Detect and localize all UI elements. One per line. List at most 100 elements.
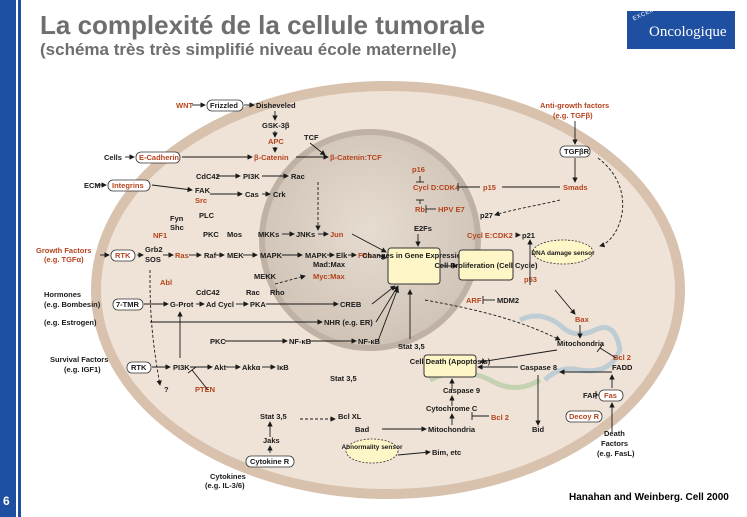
label-wnt: WNT [176, 101, 193, 110]
label-survival-factors-eg: (e.g. IGF1) [64, 365, 101, 374]
node-p16: p16 [412, 165, 425, 174]
node-7tmr: 7-TMR [116, 300, 139, 309]
label-survival-factors: Survival Factors [50, 355, 108, 364]
node-src: Src [195, 196, 207, 205]
pathway-inhibitions [187, 176, 617, 420]
node-bcatenin-tcf: β-Catenin:TCF [330, 153, 382, 162]
node-cytokine-r: Cytokine R [250, 457, 290, 466]
node-madmax: Mad:Max [313, 260, 346, 269]
label-cytokines-eg: (e.g. IL-3/6) [205, 481, 245, 490]
node-changes-gene-expression: Changes in Gene Expression [362, 251, 466, 260]
node-mkks: MKKs [258, 230, 279, 239]
label-death-factors-2: Factors [601, 439, 628, 448]
node-pi3k-b: PI3K [173, 363, 190, 372]
node-nfkb-b: NF-κB [358, 337, 381, 346]
slide-title: La complexité de la cellule tumorale [40, 10, 486, 40]
node-mos: Mos [227, 230, 242, 239]
node-tgfbr: TGFβR [564, 147, 590, 156]
label-hormones-eg: (e.g. Bombesin) [44, 300, 101, 309]
node-arf: ARF [466, 296, 482, 305]
node-stat35-b: Stat 3,5 [330, 374, 357, 383]
node-disheveled: Disheveled [256, 101, 296, 110]
node-bax: Bax [575, 315, 590, 324]
node-akt: Akt [214, 363, 227, 372]
node-mapk-a: MAPK [260, 251, 283, 260]
label-cells: Cells [104, 153, 122, 162]
label-growth-factors-eg: (e.g. TGFα) [44, 255, 84, 264]
node-mitochondria-b: Mitochondria [428, 425, 476, 434]
node-fak: FAK [195, 186, 211, 195]
node-question: ? [164, 385, 169, 394]
node-cas: Cas [245, 190, 259, 199]
node-cycd: Cycl D:CDK4 [413, 183, 460, 192]
label-cytokines: Cytokines [210, 472, 246, 481]
node-ikb: IκB [277, 363, 289, 372]
node-cytochrome-c: Cytochrome C [426, 404, 478, 413]
node-apc: APC [268, 137, 284, 146]
node-raf: Raf [204, 251, 217, 260]
node-fap: FAP [583, 391, 598, 400]
node-mek: MEK [227, 251, 244, 260]
node-gsk: GSK-3β [262, 121, 290, 130]
node-gprot: G-Prot [170, 300, 194, 309]
node-rac-b: Rac [246, 288, 260, 297]
node-decoy-r: Decoy R [569, 412, 600, 421]
node-stat35-c: Stat 3,5 [260, 412, 287, 421]
node-bclxl: Bcl XL [338, 412, 362, 421]
node-adcycl: Ad Cycl [206, 300, 234, 309]
node-akka: Akkα [242, 363, 261, 372]
slide-number: 6 [3, 494, 10, 508]
node-cdc42-b: CdC42 [196, 288, 220, 297]
left-accent-bar [0, 0, 16, 517]
node-pkc-b: PKC [210, 337, 226, 346]
node-pka: PKA [250, 300, 266, 309]
node-creb: CREB [340, 300, 362, 309]
node-fyn: Fyn [170, 214, 184, 223]
node-mycmax: Myc:Max [313, 272, 346, 281]
slide-subtitle: (schéma très très simplifié niveau école… [40, 40, 457, 59]
node-fadd: FADD [612, 363, 633, 372]
node-abnormality-sensor: Abnormality sensor [341, 444, 403, 451]
node-pkc-a: PKC [203, 230, 219, 239]
node-dna-damage-sensor: DNA damage sensor [531, 250, 595, 257]
nucleus [259, 129, 481, 351]
node-mapk-b: MAPK [305, 251, 328, 260]
node-elk: Elk [336, 251, 348, 260]
node-smads: Smads [563, 183, 588, 192]
label-death-factors-3: (e.g. FasL) [597, 449, 635, 458]
label-growth-factors: Growth Factors [36, 246, 91, 255]
label-anti-growth-factors-eg: (e.g. TGFβ) [553, 111, 593, 120]
node-rac-a: Rac [291, 172, 305, 181]
node-cdc42-a: CdC42 [196, 172, 220, 181]
left-accent-line [18, 0, 21, 517]
node-tcf: TCF [304, 133, 319, 142]
organelle-er [518, 313, 623, 382]
node-mdm2: MDM2 [497, 296, 519, 305]
node-nhr: NHR (e.g. ER) [324, 318, 373, 327]
node-rb: Rb [415, 205, 425, 214]
logo-big-text: Oncologique [649, 24, 727, 40]
node-e2fs: E2Fs [414, 224, 432, 233]
node-rtk-a: RTK [115, 251, 131, 260]
node-fos: Fos [358, 251, 371, 260]
label-death-factors-1: Death [604, 429, 625, 438]
node-p53: p53 [524, 275, 537, 284]
node-integrins: Integrins [112, 181, 144, 190]
node-cell-death: Cell Death (Apoptosis) [410, 357, 491, 366]
node-bcl2-b: Bcl 2 [491, 413, 509, 422]
node-p27: p27 [480, 211, 493, 220]
node-grb2: Grb2 [145, 245, 163, 254]
node-p15: p15 [483, 183, 496, 192]
node-stat35-a: Stat 3,5 [398, 342, 425, 351]
node-bad: Bad [355, 425, 370, 434]
node-nf1: NF1 [153, 231, 167, 240]
label-hormones: Hormones [44, 290, 81, 299]
node-bcatenin: β-Catenin [254, 153, 289, 162]
node-cyce: Cycl E:CDK2 [467, 231, 513, 240]
node-fas: Fas [604, 391, 617, 400]
node-rho: Rho [270, 288, 285, 297]
label-anti-growth-factors: Anti-growth factors [540, 101, 609, 110]
pathway-arrows [96, 102, 615, 456]
node-caspase9: Caspase 9 [443, 386, 480, 395]
label-estrogen: (e.g. Estrogen) [44, 318, 97, 327]
